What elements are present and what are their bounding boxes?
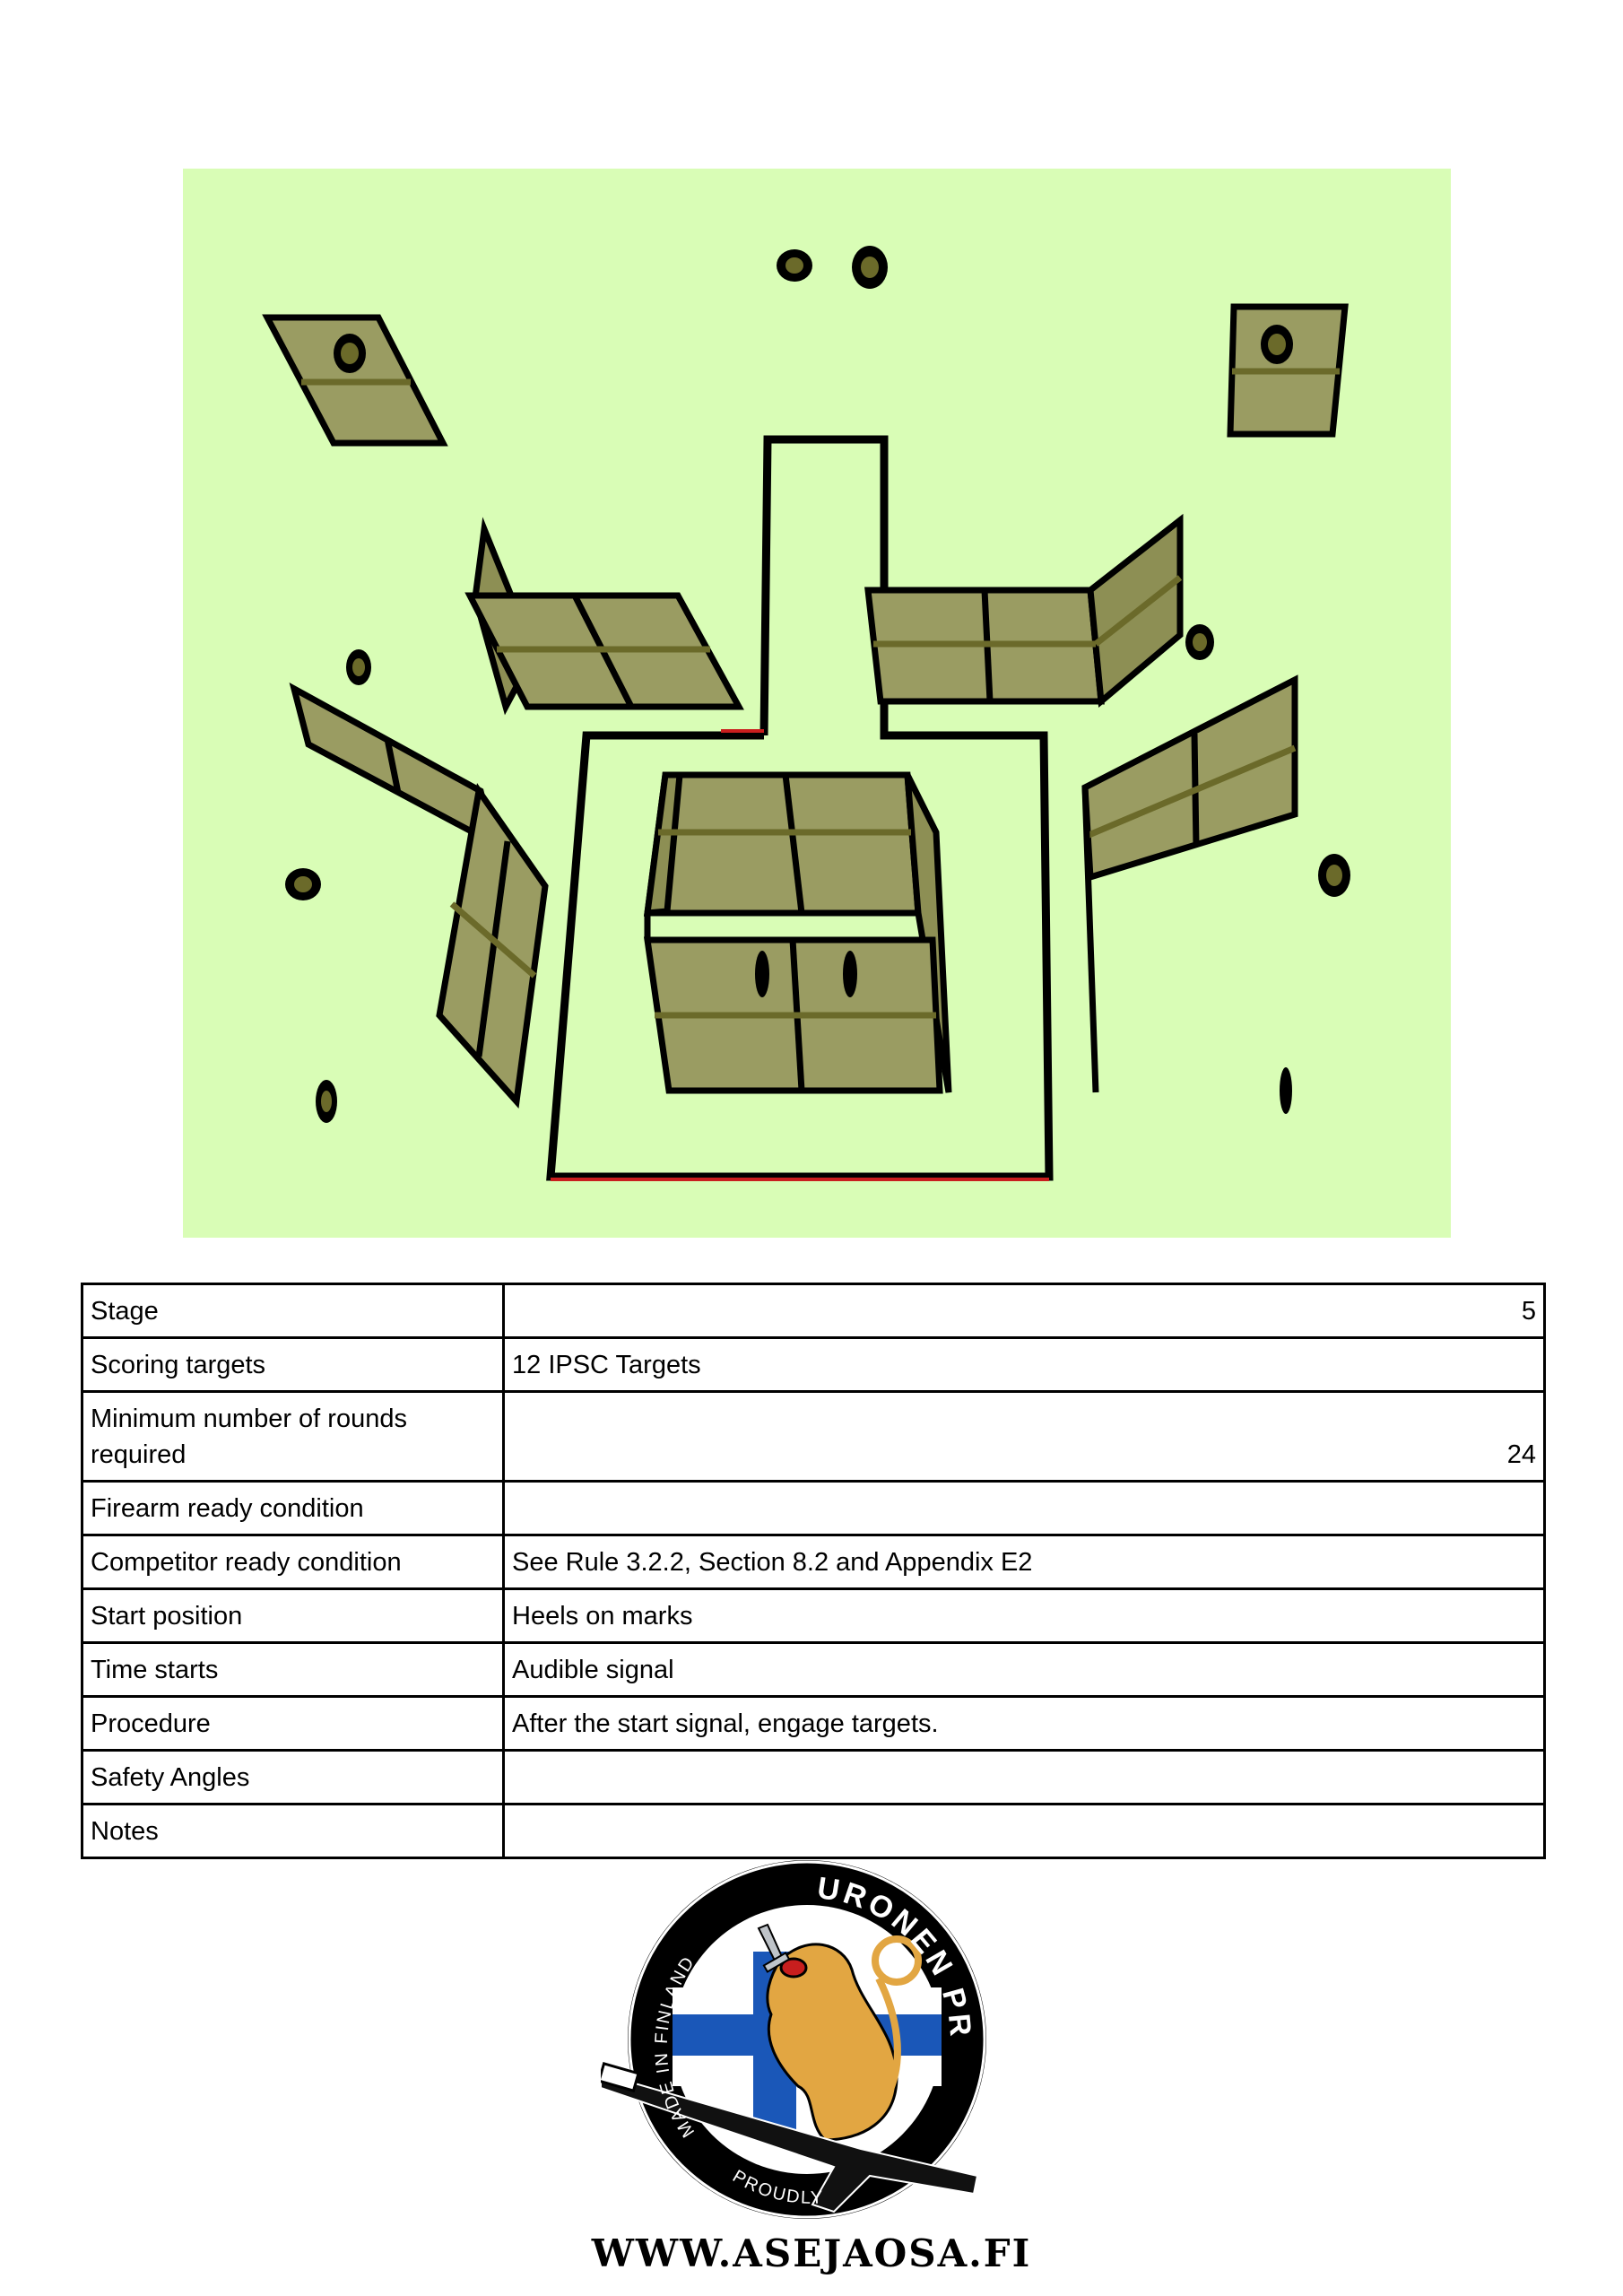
table-row-competitor-ready: Competitor ready condition See Rule 3.2.… <box>81 1534 1546 1590</box>
stage-diagram-drawing <box>262 246 1350 1181</box>
table-row-scoring-targets: Scoring targets 12 IPSC Targets <box>81 1336 1546 1393</box>
table-row-procedure: Procedure After the start signal, engage… <box>81 1695 1546 1752</box>
row-label: Stage <box>81 1283 505 1339</box>
row-value: After the start signal, engage targets. <box>502 1695 1546 1752</box>
target-top-2 <box>852 246 888 289</box>
target-left-3 <box>316 1080 337 1123</box>
table-row-time-starts: Time starts Audible signal <box>81 1641 1546 1698</box>
row-value: Audible signal <box>502 1641 1546 1698</box>
website-url: WWW.ASEJAOSA.FI <box>591 2231 1032 2275</box>
target-top-1 <box>777 249 812 282</box>
center-target-right <box>843 951 857 997</box>
row-value: 24 <box>502 1390 1546 1483</box>
wall-top-left <box>262 314 448 447</box>
stage-diagram <box>183 169 1451 1238</box>
row-label: Start position <box>81 1587 505 1644</box>
table-row-safety-angles: Safety Angles <box>81 1749 1546 1805</box>
wall-lower-left <box>289 683 549 1109</box>
wall-upper-left <box>464 517 744 716</box>
target-right-3 <box>1280 1067 1292 1114</box>
row-label: Safety Angles <box>81 1749 505 1805</box>
row-label: Scoring targets <box>81 1336 505 1393</box>
fault-line <box>546 435 1054 1181</box>
row-value: Heels on marks <box>502 1587 1546 1644</box>
row-value: See Rule 3.2.2, Section 8.2 and Appendix… <box>502 1534 1546 1590</box>
rifle-icon <box>597 2062 979 2213</box>
row-value <box>502 1749 1546 1805</box>
row-value: 12 IPSC Targets <box>502 1336 1546 1393</box>
target-left-2 <box>285 868 321 900</box>
row-value <box>502 1480 1546 1536</box>
wall-top-right <box>1227 303 1349 438</box>
center-wall-box <box>643 771 952 1094</box>
wall-upper-right <box>864 513 1184 708</box>
table-row-start-position: Start position Heels on marks <box>81 1587 1546 1644</box>
stage-info-table: Stage 5 Scoring targets 12 IPSC Targets … <box>81 1283 1546 1859</box>
row-value: 5 <box>502 1283 1546 1339</box>
row-label: Time starts <box>81 1641 505 1698</box>
target-top-left <box>334 334 366 373</box>
target-top-right <box>1261 325 1293 364</box>
target-left-1 <box>346 649 371 685</box>
row-label: Firearm ready condition <box>81 1480 505 1536</box>
row-label: Notes <box>81 1803 505 1859</box>
uronen-precision-logo: URONEN PRECISION MADE IN FINLAND PROUDLY <box>587 1826 1013 2226</box>
sword-icon <box>757 1923 791 1973</box>
target-right-1 <box>1185 624 1214 660</box>
row-label: Procedure <box>81 1695 505 1752</box>
lion-icon <box>766 1935 922 2142</box>
wall-lower-right <box>1081 674 1298 1093</box>
table-row-min-rounds: Minimum number of rounds required 24 <box>81 1390 1546 1483</box>
row-label: Minimum number of rounds required <box>81 1390 505 1483</box>
row-value <box>502 1803 1546 1859</box>
table-row-firearm-ready: Firearm ready condition <box>81 1480 1546 1536</box>
table-row-notes: Notes <box>81 1803 1546 1859</box>
center-target-left <box>755 951 769 997</box>
table-row-stage: Stage 5 <box>81 1283 1546 1339</box>
target-right-2 <box>1318 854 1350 897</box>
row-label: Competitor ready condition <box>81 1534 505 1590</box>
